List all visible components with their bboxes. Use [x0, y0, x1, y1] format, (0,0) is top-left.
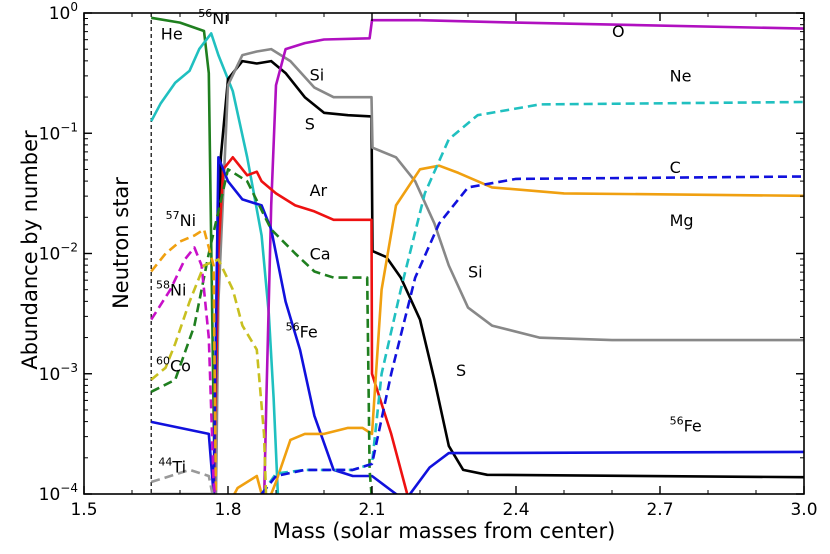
series-annotation-18: 44Ti: [158, 455, 186, 476]
series-annotation-16: S: [456, 361, 466, 380]
series-line-8: [232, 164, 804, 494]
y-tick-label: 10−3: [39, 361, 78, 385]
x-tick-label: 1.8: [214, 500, 241, 520]
series-annotation-3: O: [612, 22, 625, 41]
series-line-14: [150, 258, 268, 494]
series-line-6: [212, 156, 409, 494]
x-tick-label: 1.5: [70, 500, 97, 520]
x-tick-label: 2.1: [358, 500, 385, 520]
series-annotation-6: S: [305, 115, 315, 134]
series-annotation-17: 56Fe: [670, 414, 702, 435]
neutron-star-label: Neutron star: [109, 177, 133, 309]
series-annotation-5: Ne: [670, 67, 692, 86]
series-line-5: [262, 18, 804, 494]
y-axis-label: Abundance by number: [18, 130, 42, 370]
series-annotation-7: C: [670, 158, 681, 177]
series-annotation-14: 56Fe: [286, 321, 318, 342]
x-tick-label: 2.4: [502, 500, 529, 520]
series-line-10: [260, 100, 804, 494]
series-line-13: [150, 246, 217, 494]
series-annotation-11: Ca: [310, 245, 331, 264]
series-annotation-15: 60Co: [156, 354, 191, 375]
series-annotation-2: 56Ni: [198, 7, 228, 28]
series-line-3: [213, 59, 804, 494]
series-annotation-1: He: [161, 24, 183, 43]
x-tick-label: 3.0: [790, 500, 817, 520]
series-annotation-4: Si: [310, 65, 325, 84]
y-tick-label: 100: [49, 0, 78, 24]
series-line-7: [150, 156, 804, 494]
series-annotation-12: Si: [468, 263, 483, 282]
plot-area: [150, 13, 804, 494]
y-tick-label: 10−2: [39, 241, 78, 265]
series-line-11: [260, 175, 804, 494]
series-line-1: [150, 16, 217, 494]
series-annotation-9: 57Ni: [166, 209, 196, 230]
series-annotation-8: Ar: [310, 181, 328, 200]
x-tick-label: 2.7: [646, 500, 673, 520]
y-tick-label: 10−4: [39, 481, 78, 505]
y-tick-label: 10−1: [39, 120, 78, 144]
series-line-4: [151, 47, 804, 494]
series-line-9: [150, 168, 373, 494]
series-annotation-13: 58Ni: [156, 279, 186, 300]
series-annotation-10: Mg: [670, 211, 694, 230]
x-axis-label: Mass (solar masses from center): [273, 519, 616, 543]
series-line-12: [150, 228, 218, 494]
